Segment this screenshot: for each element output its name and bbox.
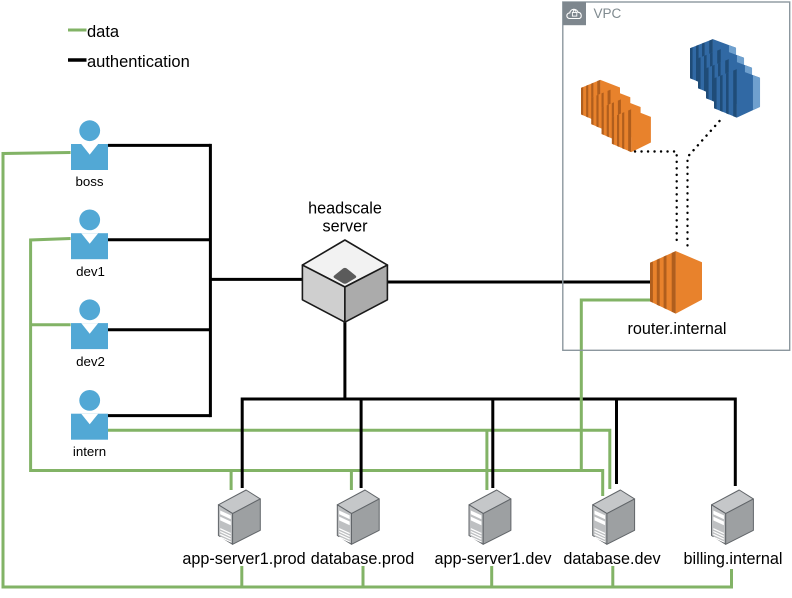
svg-text:router.internal: router.internal (628, 320, 727, 338)
svg-text:database.dev: database.dev (563, 550, 661, 568)
svg-text:intern: intern (73, 444, 106, 459)
svg-text:headscale: headscale (308, 200, 382, 218)
svg-text:boss: boss (75, 174, 103, 189)
svg-text:billing.internal: billing.internal (684, 550, 783, 568)
svg-text:app-server1.prod: app-server1.prod (182, 550, 305, 568)
svg-text:server: server (323, 218, 369, 236)
svg-text:dev1: dev1 (76, 264, 105, 279)
svg-text:data: data (87, 23, 120, 41)
svg-text:VPC: VPC (594, 6, 622, 21)
svg-text:app-server1.dev: app-server1.dev (435, 550, 553, 568)
svg-text:authentication: authentication (87, 53, 190, 71)
svg-text:database.prod: database.prod (311, 550, 415, 568)
svg-text:dev2: dev2 (76, 354, 105, 369)
